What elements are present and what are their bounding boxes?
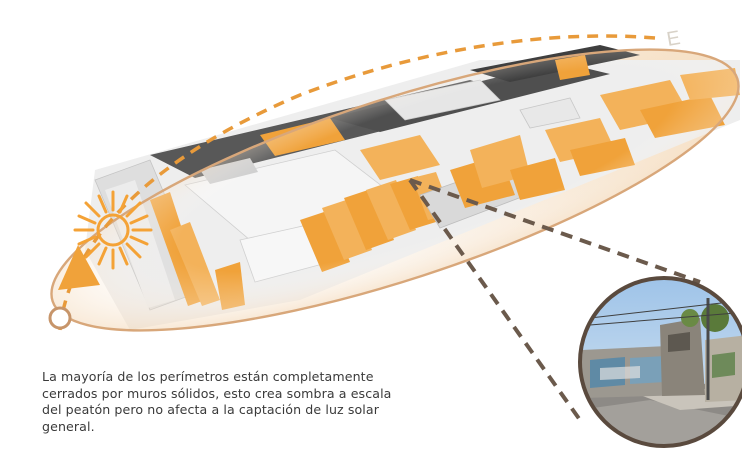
compass-label: E: [665, 27, 682, 51]
sun-orbit: [58, 34, 656, 331]
street-photo: [580, 278, 742, 446]
light-direction-marker: [58, 245, 100, 290]
lens-fade: [51, 49, 739, 331]
circle-marker-icon: [48, 306, 72, 330]
photo-frame: [578, 276, 742, 448]
lens-outline: [50, 48, 740, 332]
callout-lines: [408, 178, 701, 422]
caption-text: La mayoría de los perímetros están compl…: [42, 369, 392, 434]
sun-icon: [73, 190, 153, 270]
